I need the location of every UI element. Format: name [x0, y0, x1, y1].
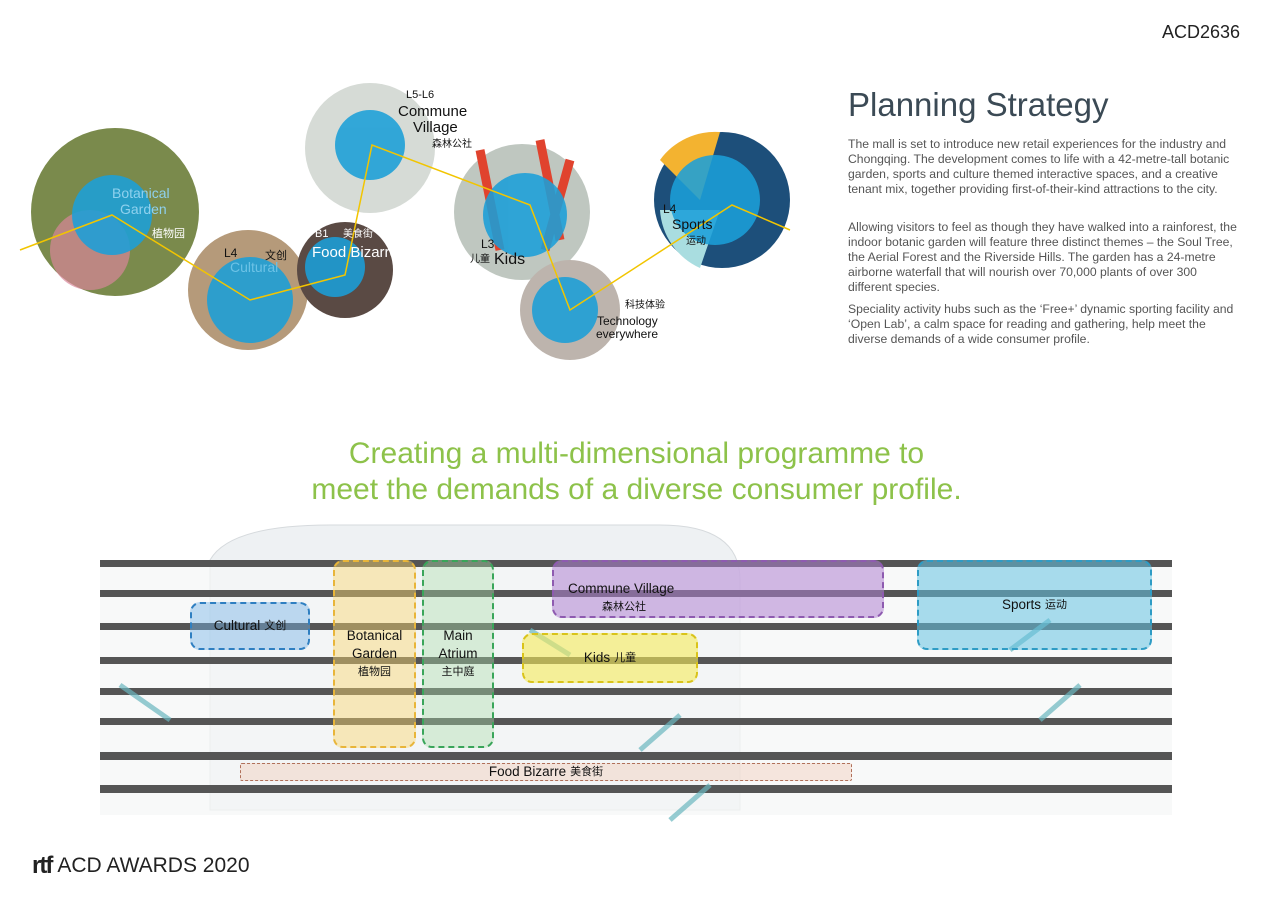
kids-level: L3	[481, 237, 495, 251]
headline-line-2: meet the demands of a diverse consumer p…	[311, 473, 962, 506]
zone-sports-label: Sports	[1001, 597, 1042, 612]
commune-level: L5-L6	[406, 89, 434, 101]
paragraph-1: The mall is set to introduce new retail …	[848, 137, 1230, 196]
cultural-cn: 文创	[265, 248, 287, 262]
botanical-cn: 植物园	[152, 226, 185, 240]
headline-line-1: Creating a multi-dimensional programme t…	[348, 437, 925, 470]
zone-botanical-label-1: Botanical	[346, 628, 403, 643]
zone-atrium-cn: 主中庭	[441, 666, 475, 678]
paragraph-3: Speciality activity hubs such as the ‘Fr…	[848, 302, 1234, 346]
zone-cultural-label: Cultural	[213, 618, 261, 633]
zone-commune-label: Commune Village	[568, 581, 675, 596]
zone-commune-village: Commune Village 森林公社	[552, 560, 884, 618]
food-cn: 美食街	[343, 227, 373, 240]
rtf-logo: rtf	[32, 852, 53, 879]
page-title: Planning Strategy	[848, 86, 1109, 123]
sports-level: L4	[663, 202, 677, 216]
botanical-label-1: Botanical	[112, 185, 170, 201]
cultural-label: Cultural	[230, 259, 278, 275]
commune-label-2: Village	[413, 119, 458, 136]
zone-kids-label: Kids	[583, 650, 611, 665]
food-label: Food Bizarre	[312, 244, 398, 261]
tech-cn: 科技体验	[625, 298, 665, 311]
cultural-level: L4	[224, 246, 238, 260]
sports-label: Sports	[672, 216, 712, 232]
tech-label-1: Technology	[597, 314, 658, 328]
zone-atrium-label-2: Atrium	[438, 646, 478, 661]
zone-food-cn: 美食街	[570, 766, 604, 778]
tech-label-2: everywhere	[596, 327, 658, 341]
zone-kids-cn: 儿童	[614, 652, 637, 664]
zone-botanical-cn: 植物园	[358, 666, 391, 678]
commune-label-1: Commune	[398, 103, 467, 120]
sports-cn: 运动	[686, 235, 706, 247]
connector-line	[19, 143, 791, 312]
programme-circles-diagram: Botanical Garden 植物园 L4 文创 Cultural B1 美…	[19, 83, 791, 360]
footer-text: ACD AWARDS 2020	[57, 854, 250, 877]
zone-food-label: Food Bizarre	[488, 764, 567, 779]
kids-label: Kids	[494, 251, 525, 268]
highlight-dots	[72, 110, 760, 343]
paragraph-2: Allowing visitors to feel as though they…	[848, 220, 1237, 294]
zone-botanical-label-2: Garden	[351, 646, 398, 661]
headline: Creating a multi-dimensional programme t…	[0, 436, 1273, 508]
zone-sports-cn: 运动	[1045, 599, 1068, 611]
zone-cultural-cn: 文创	[264, 620, 287, 632]
botanical-label-2: Garden	[120, 201, 167, 217]
commune-cn: 森林公社	[432, 137, 472, 150]
food-level: B1	[315, 228, 328, 240]
project-code: ACD2636	[1161, 22, 1240, 42]
footer: rtf ACD AWARDS 2020	[32, 852, 250, 880]
zone-commune-cn: 森林公社	[602, 601, 646, 613]
kids-cn: 儿童	[470, 252, 490, 265]
zone-atrium-label-1: Main	[443, 628, 473, 643]
